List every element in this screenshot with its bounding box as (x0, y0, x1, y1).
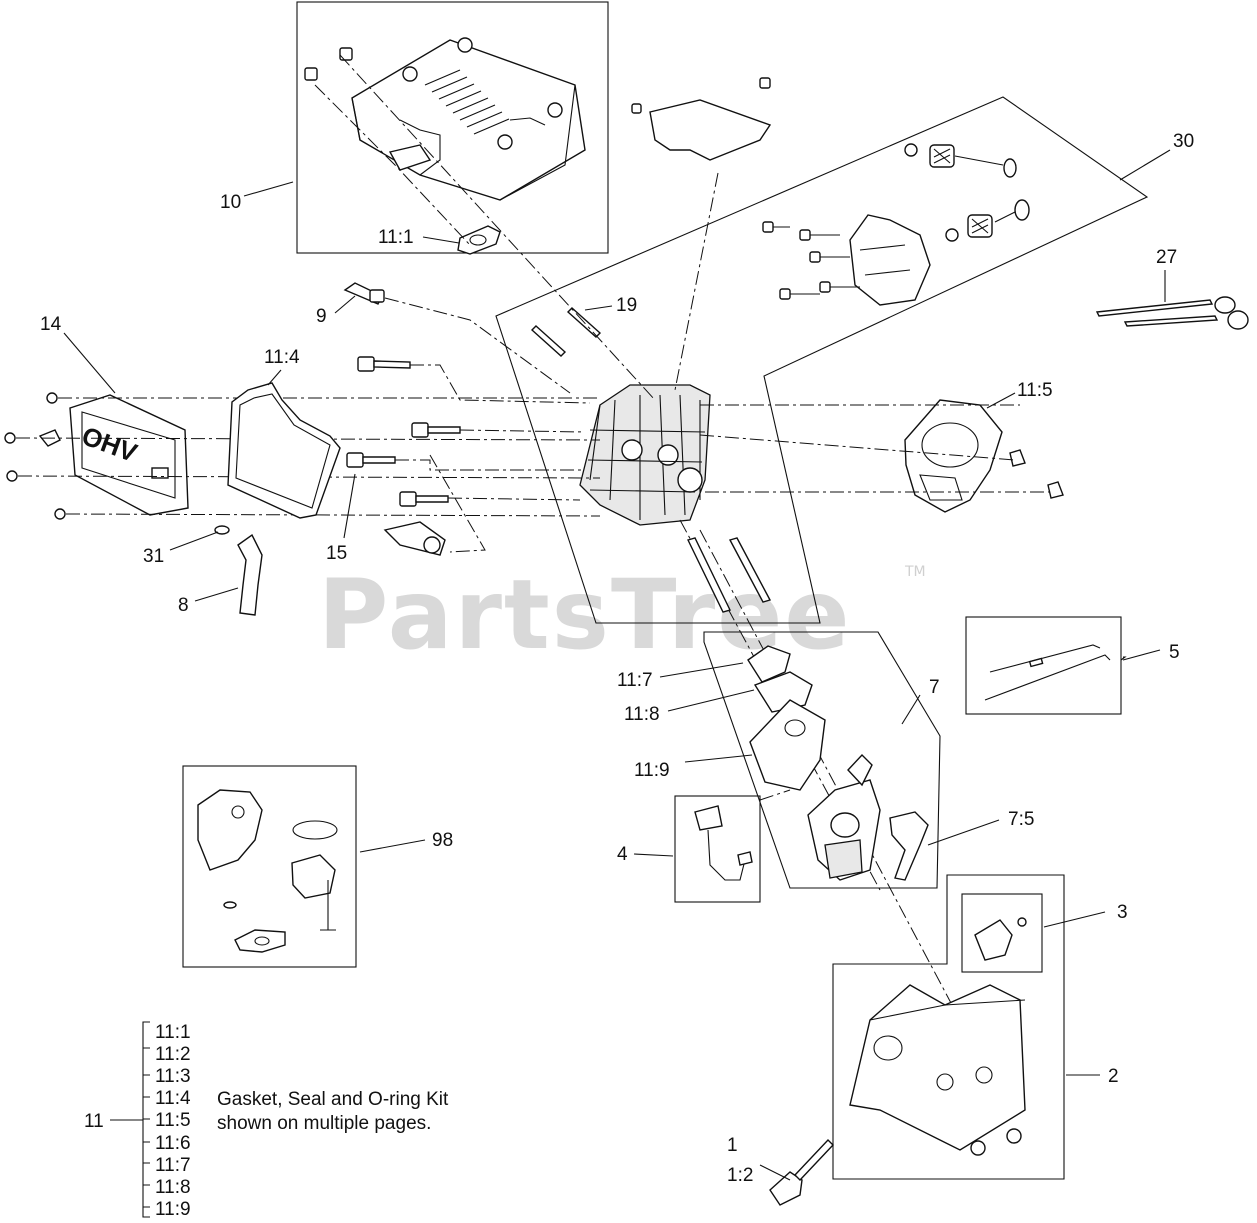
linkage-box (965, 616, 1122, 715)
valve-train-group (495, 96, 1149, 624)
callout-5: 5 (1169, 642, 1180, 663)
air-cleaner-housing[interactable] (849, 984, 1026, 1151)
kit-item: 11:2 (155, 1044, 191, 1065)
rocker-bracket[interactable] (849, 214, 931, 306)
head-gasket[interactable] (904, 399, 1003, 513)
callout-4: 4 (617, 844, 628, 865)
callout-8: 8 (178, 595, 189, 616)
carburetor-box (703, 631, 941, 889)
carburetor[interactable] (807, 753, 881, 881)
rocker-bolts[interactable] (762, 221, 860, 300)
muffler-gasket[interactable] (457, 225, 501, 255)
spark-plug[interactable] (343, 282, 385, 305)
ground-wire-group (674, 795, 761, 903)
kit-item: 11:3 (155, 1066, 191, 1087)
muffler-group (296, 1, 609, 255)
ignition-key[interactable] (769, 1138, 834, 1206)
breather-hose[interactable] (237, 533, 263, 616)
governor-rod[interactable] (989, 644, 1101, 673)
kit-o-ring[interactable] (292, 820, 338, 840)
head-bolts[interactable] (346, 356, 461, 507)
kit-item: 11:5 (155, 1110, 191, 1131)
callout-19: 19 (616, 295, 637, 316)
heat-shield[interactable] (631, 77, 772, 161)
callout-10: 10 (220, 192, 241, 213)
callout-9: 9 (316, 306, 327, 327)
cylinder-head[interactable] (579, 384, 711, 526)
carb-spacer[interactable] (753, 671, 813, 713)
linkage-group (965, 616, 1122, 715)
air-cleaner-nut-2[interactable] (1006, 1128, 1022, 1144)
muffler-box (296, 1, 609, 254)
valve-cover-bolts[interactable] (4, 392, 66, 520)
callout-14: 14 (40, 314, 62, 335)
callout-11-1: 11:1 (378, 227, 414, 248)
valve-cover[interactable]: OHV (69, 394, 189, 516)
intake-studs[interactable] (687, 537, 772, 613)
callout-11-7: 11:7 (617, 670, 653, 691)
studs[interactable] (530, 307, 602, 357)
callout-7-5: 7:5 (1008, 809, 1034, 830)
choke-box (961, 893, 1043, 973)
callout-11-4: 11:4 (264, 347, 300, 368)
air-cleaner-group (832, 874, 1065, 1180)
callout-11-9: 11:9 (634, 760, 670, 781)
muffler-vents (424, 69, 510, 135)
callout-27: 27 (1156, 247, 1177, 268)
valve-train-box (495, 96, 1149, 624)
valve-cover-gasket[interactable] (227, 382, 341, 519)
callout-98: 98 (432, 830, 453, 851)
air-cleaner-box (832, 874, 1065, 1180)
callout-11-8: 11:8 (624, 704, 660, 725)
air-cleaner-nut-1[interactable] (970, 1140, 986, 1156)
kit-float-bowl[interactable] (291, 854, 336, 899)
kit-item: 11:9 (155, 1199, 191, 1220)
kit-description-line-1: Gasket, Seal and O-ring Kit (217, 1089, 449, 1110)
watermark-trademark: TM (904, 564, 926, 580)
callout-15: 15 (326, 543, 347, 564)
carb-repair-kit-box (182, 765, 357, 968)
callout-7: 7 (929, 677, 940, 698)
kit-item: 11:8 (155, 1177, 191, 1198)
muffler-cover[interactable] (351, 39, 586, 201)
carburetor-group (703, 631, 941, 889)
leader-lines (63, 149, 1171, 1218)
valve-spring-1[interactable] (904, 143, 1017, 178)
breather-plate[interactable] (383, 521, 446, 556)
valve-spring-2[interactable] (945, 199, 1030, 242)
ground-wire-box (674, 795, 761, 903)
carb-repair-kit-group (182, 765, 357, 968)
kit-item: 11:7 (155, 1155, 191, 1176)
callout-1-2: 1:2 (727, 1165, 753, 1186)
choke-part[interactable] (974, 919, 1013, 961)
kit-item: 11:4 (155, 1088, 191, 1109)
throttle-lever[interactable] (889, 811, 929, 881)
kit-description-line-2: shown on multiple pages. (217, 1113, 431, 1134)
callout-1: 1 (727, 1135, 738, 1156)
hose-clamp[interactable] (214, 525, 230, 535)
throttle-spring-rod[interactable] (984, 654, 1111, 701)
dowel-pins[interactable] (1009, 449, 1064, 499)
callout-30: 30 (1173, 131, 1194, 152)
intake-gasket[interactable] (747, 645, 791, 683)
air-cleaner-gasket[interactable] (749, 699, 826, 791)
kit-number: 11 (84, 1111, 104, 1132)
kit-legend: 11 11:1 11:2 11:3 11:4 11:5 11:6 11:7 11… (84, 1022, 449, 1220)
kit-small-gasket[interactable] (234, 929, 286, 953)
push-rods[interactable] (1095, 296, 1249, 330)
kit-gasket[interactable] (197, 789, 263, 871)
callout-11-5: 11:5 (1017, 380, 1053, 401)
callout-31: 31 (143, 546, 164, 567)
muffler-nut-2[interactable] (304, 67, 318, 81)
kit-item: 11:6 (155, 1133, 191, 1154)
callout-2: 2 (1108, 1066, 1119, 1087)
muffler-nut-1[interactable] (339, 47, 353, 61)
ground-wire[interactable] (707, 829, 746, 881)
kit-item: 11:1 (155, 1022, 191, 1043)
callout-3: 3 (1117, 902, 1128, 923)
